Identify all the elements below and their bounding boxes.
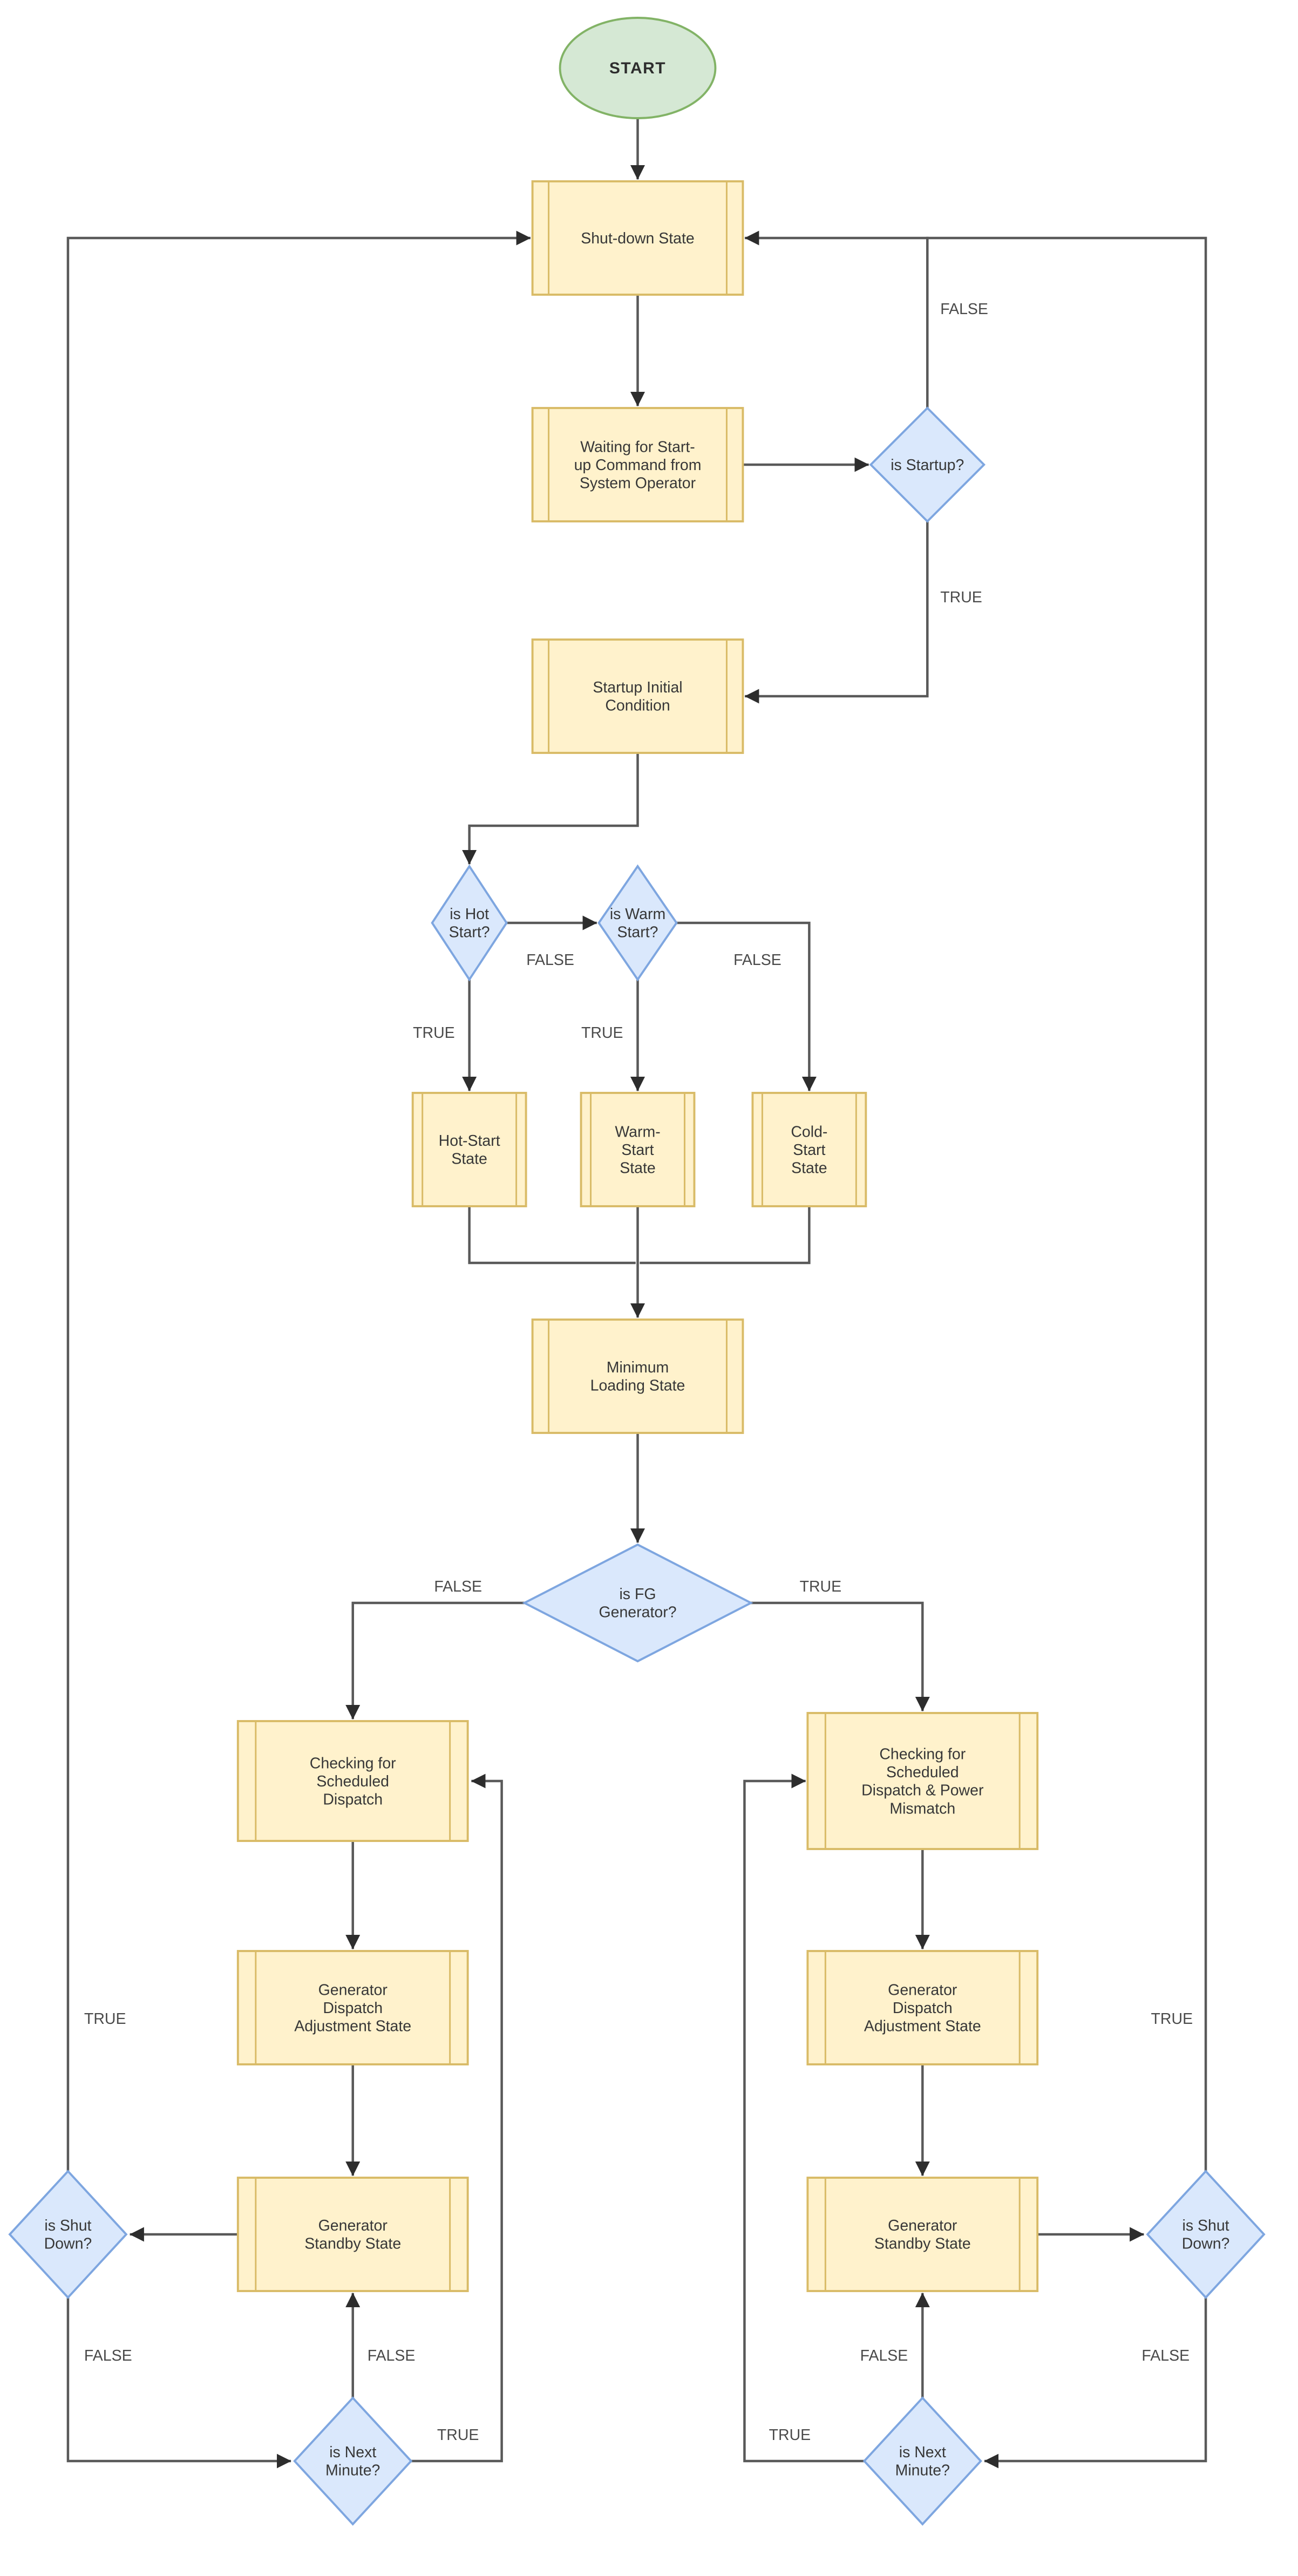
process-box (806, 1712, 1039, 1850)
node-start-label: START (609, 59, 666, 77)
process-box (751, 1092, 867, 1207)
edge-shutdown_right_true_rail (744, 230, 1207, 2173)
process-box (236, 2177, 469, 2292)
node-start: START (559, 17, 717, 119)
decision-diamond (597, 864, 678, 982)
decision-diamond (1146, 2170, 1266, 2299)
decision-diamond (8, 2170, 128, 2299)
edge-is_hot_false-label: FALSE (526, 951, 574, 969)
edge-is_fg_false-label: FALSE (434, 1578, 482, 1595)
node-is_startup: is Startup? (869, 406, 986, 523)
edge-initial_to_is_hot (462, 751, 639, 865)
decision-diamond (431, 864, 508, 982)
process-box (531, 1318, 744, 1434)
edge-hot_merge (468, 1205, 636, 1265)
edge-is_fg_true-label: TRUE (800, 1578, 842, 1595)
edge-is_shutdown_right_false-label: FALSE (1141, 2347, 1190, 2364)
edge-is_next_right_true_loop-label: TRUE (769, 2427, 811, 2444)
edge-is_hot_true-label: TRUE (413, 1024, 455, 1042)
process-box (580, 1092, 696, 1207)
edge-is_startup_true-label: TRUE (940, 589, 982, 606)
edge-shutdown_right_true_rail-label: TRUE (1151, 2010, 1193, 2028)
edge-is_warm_false-label: FALSE (733, 951, 781, 969)
edge-is_shutdown_left_false (66, 2296, 291, 2469)
process-box (531, 638, 744, 754)
decision-diamond (869, 406, 986, 523)
edge-is_fg_false (345, 1601, 526, 1719)
edge-shutdown_left_true_rail (66, 230, 531, 2173)
edge-is_shutdown_left_false-label: FALSE (84, 2347, 132, 2364)
terminal-ellipse (559, 17, 717, 119)
edge-layer: TRUE TRUE FALSE TRUE FALSE FALSE TRUE TRUE FALSE… (66, 117, 1207, 2469)
edge-is_fg_true (750, 1601, 930, 1711)
edge-is_warm_false (675, 921, 817, 1091)
node-shutdown_state: Shut-down State (531, 180, 744, 296)
process-box (411, 1092, 527, 1207)
decision-diamond (522, 1543, 753, 1663)
process-box (531, 180, 744, 296)
process-box (531, 407, 744, 522)
edge-is_warm_true-label: TRUE (581, 1024, 623, 1042)
edge-is_startup_true (744, 520, 929, 704)
edge-shutdown_left_true_rail-label: TRUE (84, 2010, 126, 2028)
edge-is_next_right_true_loop (743, 1773, 866, 2463)
decision-diamond (293, 2396, 413, 2526)
decision-diamond (862, 2396, 982, 2526)
edge-is_next_left_true_loop (410, 1773, 503, 2463)
edge-is_next_left_true_loop-label: TRUE (437, 2427, 479, 2444)
process-box (806, 1950, 1039, 2065)
process-box (806, 2177, 1039, 2292)
process-box (236, 1720, 469, 1842)
edge-cold_merge (640, 1205, 811, 1265)
process-box (236, 1950, 469, 2065)
node-shutdown_state-label: Shut-down State (581, 230, 695, 247)
edge-is_shutdown_right_false (984, 2296, 1207, 2469)
edge-is_startup_false_up-label: FALSE (940, 301, 988, 318)
edge-is_next_right_false_up-label: FALSE (860, 2347, 908, 2364)
node-is_startup-label: is Startup? (891, 457, 964, 474)
edge-is_next_left_false_up-label: FALSE (368, 2347, 416, 2364)
